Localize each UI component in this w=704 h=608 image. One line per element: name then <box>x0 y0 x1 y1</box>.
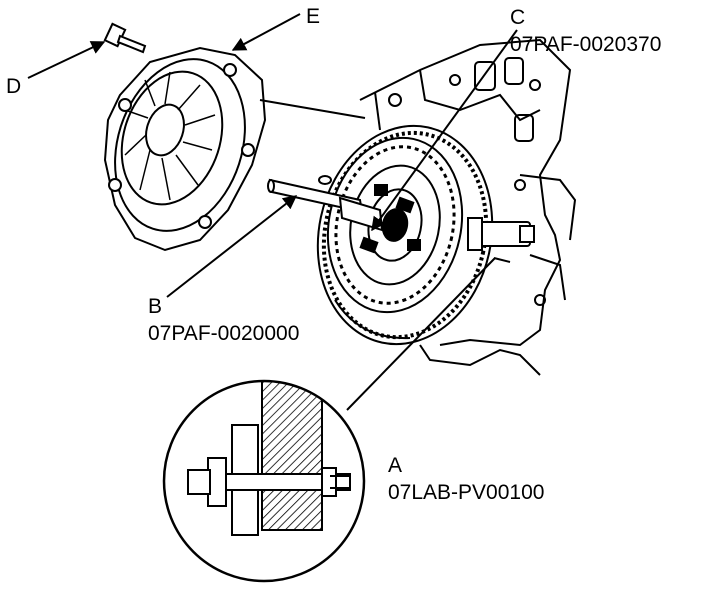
label-b: B <box>148 295 163 318</box>
bolt <box>103 22 147 54</box>
pressure-plate <box>103 46 267 252</box>
label-e: E <box>306 5 321 28</box>
label-d: D <box>6 75 22 98</box>
label-c-part-number: 07PAF-0020370 <box>510 33 662 56</box>
label-a: A <box>388 454 403 477</box>
flywheel-holder-tool <box>467 217 535 263</box>
label-b-part-number: 07PAF-0020000 <box>148 322 300 345</box>
engine-block <box>359 38 577 376</box>
leader-lines <box>27 13 518 411</box>
diaphragm-fingers <box>124 71 216 201</box>
label-c: C <box>510 6 526 29</box>
clutch-disc <box>326 136 464 314</box>
detail-view-a <box>162 379 366 583</box>
label-a-part-number: 07LAB-PV00100 <box>388 481 545 504</box>
